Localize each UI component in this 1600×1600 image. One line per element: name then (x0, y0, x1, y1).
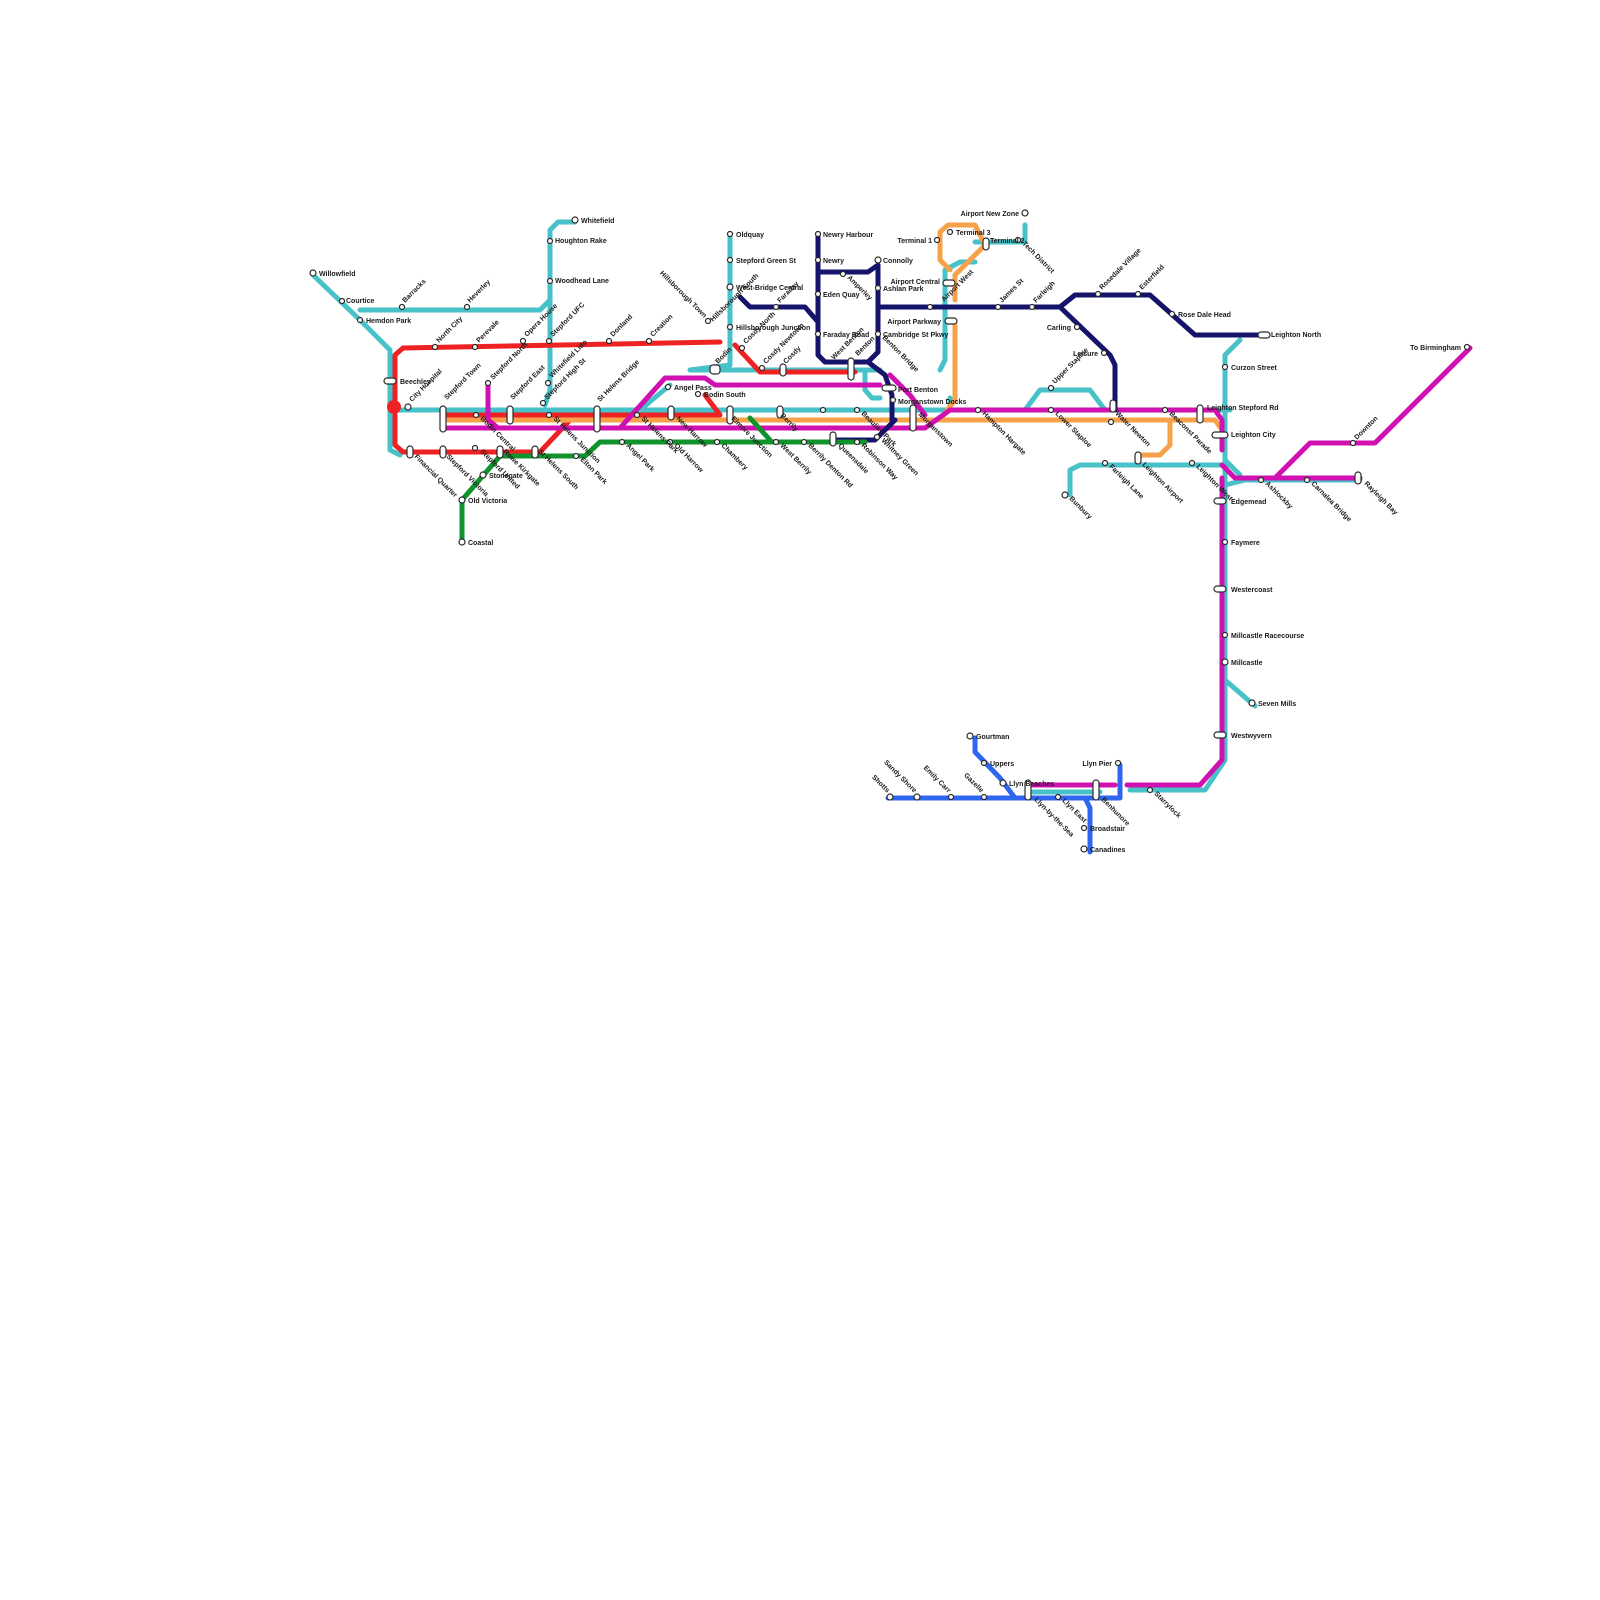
station-label[interactable]: Millcastle (1231, 660, 1263, 667)
station-label[interactable]: Llyn Beaches (1009, 781, 1054, 788)
station-label[interactable]: Oldquay (736, 232, 764, 239)
station-label[interactable]: Leighton Stepford Rd (1207, 405, 1279, 412)
station-label[interactable]: Emily Carr (922, 765, 952, 795)
station-label[interactable]: Port Benton (898, 387, 938, 394)
station-label[interactable]: Gourtman (976, 734, 1009, 741)
station-label[interactable]: Houghton Rake (555, 238, 607, 245)
station-label[interactable]: Stepford Town (443, 362, 482, 401)
blue-line (888, 738, 1120, 852)
station-label[interactable]: Cambridge St Pkwy (883, 332, 948, 339)
station-label[interactable]: Hillsborough Town (658, 270, 707, 319)
station-label[interactable]: Coastal (468, 540, 493, 547)
station-label[interactable]: Terminal 1 (898, 238, 933, 245)
station-label[interactable]: Ashlockby (1264, 480, 1294, 510)
station-label[interactable]: Perevale (475, 319, 500, 344)
station-label[interactable]: James St (998, 277, 1025, 304)
station-label[interactable]: Tech District (1021, 240, 1056, 275)
station-label[interactable]: Stonegate (489, 473, 523, 480)
station-label[interactable]: Whitefield (581, 218, 614, 225)
station-label[interactable]: Stepford Green St (736, 258, 797, 265)
station-label[interactable]: Heverley (466, 279, 492, 305)
station-label[interactable]: Rayleigh Bay (1363, 480, 1399, 516)
station-label[interactable]: Hemdon Park (366, 318, 411, 325)
station-label[interactable]: Leighton City (1231, 432, 1276, 439)
station-label[interactable]: Newry Harbour (823, 232, 873, 239)
station-label[interactable]: Ashlan Park (883, 286, 924, 293)
station-label[interactable]: Carnalea Bridge (1310, 480, 1353, 523)
station-label[interactable]: Faymere (1231, 540, 1260, 547)
station-label[interactable]: Uppers (990, 761, 1014, 768)
station-label[interactable]: Farleigh Lane (1108, 463, 1145, 500)
station-label[interactable]: Water Newton (1114, 410, 1152, 448)
station-label[interactable]: Morganstown Docks (898, 399, 967, 406)
station-label[interactable]: Old Victoria (468, 498, 507, 505)
station-label[interactable]: Benton Bridge (881, 334, 920, 373)
station-label[interactable]: Rose Dale Head (1178, 312, 1231, 319)
station-label[interactable]: Esterfield (1138, 264, 1166, 292)
station-label[interactable]: Angel Pass (674, 385, 712, 392)
station-label[interactable]: Airport Parkway (887, 319, 941, 326)
station-label[interactable]: Woodhead Lane (555, 278, 609, 285)
station-label[interactable]: Seven Mills (1258, 701, 1296, 708)
station-label[interactable]: North City (435, 315, 464, 344)
station-label[interactable]: Terminal 2 (990, 238, 1025, 245)
station-label[interactable]: Airport New Zone (961, 211, 1019, 218)
station-label[interactable]: Llyn East (1061, 797, 1088, 824)
station-label[interactable]: Bunbury (1068, 495, 1093, 520)
station-label[interactable]: Stepford East (509, 364, 547, 402)
station-label[interactable]: Leighton North (1271, 332, 1321, 339)
station-label[interactable]: Newry (823, 258, 844, 265)
station-label[interactable]: Willowfield (319, 271, 356, 278)
station-label[interactable]: Cosdy (782, 345, 802, 365)
station-label[interactable]: Farleigh (1032, 280, 1056, 304)
station-label[interactable]: Chambery (720, 442, 749, 471)
interchange-markers (384, 238, 1361, 800)
city-hub-marker (387, 400, 401, 414)
station-label[interactable]: Terminal 3 (956, 230, 991, 237)
station-label[interactable]: Hampton Hargate (981, 410, 1027, 456)
station-label[interactable]: Bodin South (704, 392, 746, 399)
station-label[interactable]: Creation (649, 313, 674, 338)
station-label[interactable]: Benhunore (1100, 796, 1131, 827)
station-label[interactable]: Westwyvern (1231, 733, 1272, 740)
station-label[interactable]: Millcastle Racecourse (1231, 633, 1304, 640)
station-label[interactable]: Edgemead (1231, 499, 1266, 506)
station-label[interactable]: Carling (1047, 325, 1071, 332)
station-label[interactable]: Connolly (883, 258, 913, 265)
station-label[interactable]: Hillsborough South (709, 273, 760, 324)
station-label[interactable]: Broadstair (1090, 826, 1125, 833)
station-label[interactable]: Downton (1353, 415, 1379, 441)
station-label[interactable]: Beaconst Parade (1168, 410, 1213, 455)
station-label[interactable]: Starrylock (1153, 790, 1182, 819)
station-label[interactable]: Faraday (776, 280, 800, 304)
station-label[interactable]: Shotts (870, 774, 890, 794)
station-label[interactable]: Llyn Pier (1082, 761, 1112, 768)
station-label[interactable]: Canadines (1090, 847, 1126, 854)
station-label[interactable]: Upper Staploe (1051, 347, 1090, 386)
station-label[interactable]: Leighton Airport (1141, 461, 1185, 505)
station-label[interactable]: Rosedale Village (1098, 247, 1142, 291)
station-label[interactable]: Gazelle (962, 772, 984, 794)
station-label[interactable]: Barracks (401, 278, 427, 304)
station-label[interactable]: Angel Park (625, 442, 656, 473)
station-label[interactable]: Lower Staploe (1054, 410, 1093, 449)
station-label[interactable]: Airport Central (891, 279, 940, 286)
station-label[interactable]: To Birmingham (1410, 345, 1461, 352)
station-label[interactable]: Curzon Street (1231, 365, 1278, 372)
station-label[interactable]: Donland (609, 314, 634, 339)
station-label[interactable]: St Helens Bridge (596, 359, 641, 404)
station-label[interactable]: Eden Quay (823, 292, 860, 299)
station-label[interactable]: Westercoast (1231, 587, 1273, 594)
station-label[interactable]: Courtice (346, 298, 375, 305)
